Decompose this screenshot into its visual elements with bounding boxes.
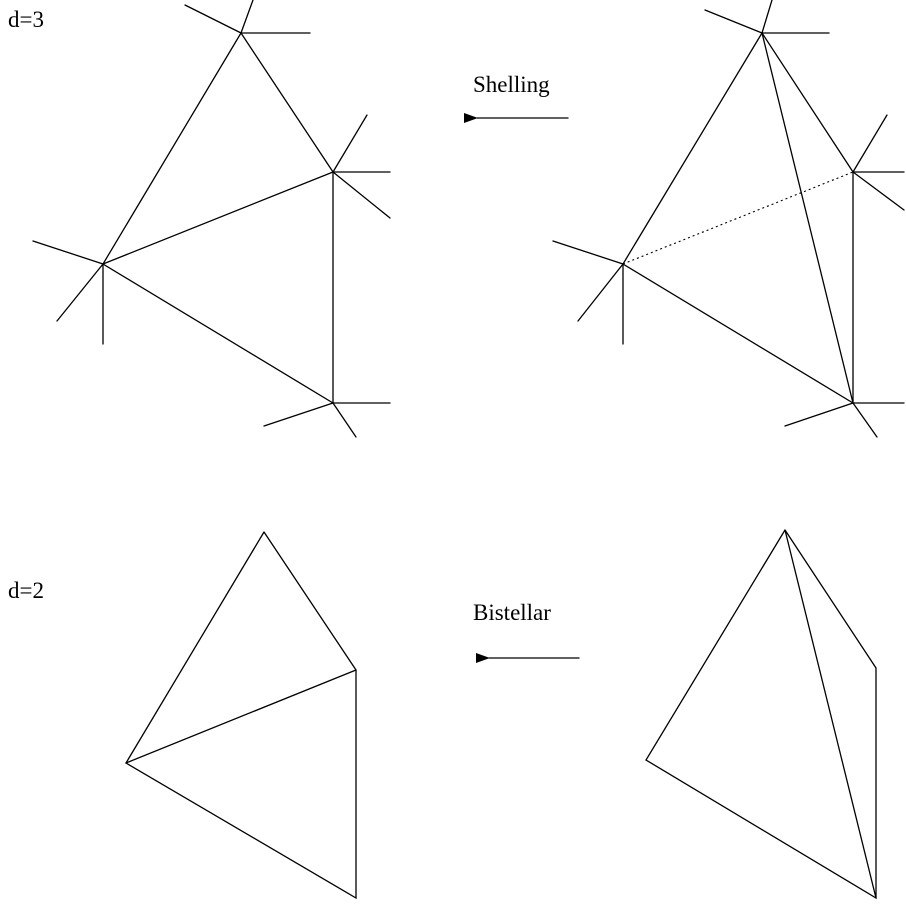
bistellar-label: Bistellar	[473, 600, 551, 625]
d2-left-triangulation	[125, 531, 357, 900]
shelling-label: Shelling	[473, 72, 550, 97]
label-d2: d=2	[8, 578, 44, 603]
d3-left-complex	[32, 0, 391, 438]
d2-right-triangulation	[645, 529, 877, 900]
label-d3: d=3	[8, 7, 44, 32]
d3-right-complex	[552, 0, 905, 438]
